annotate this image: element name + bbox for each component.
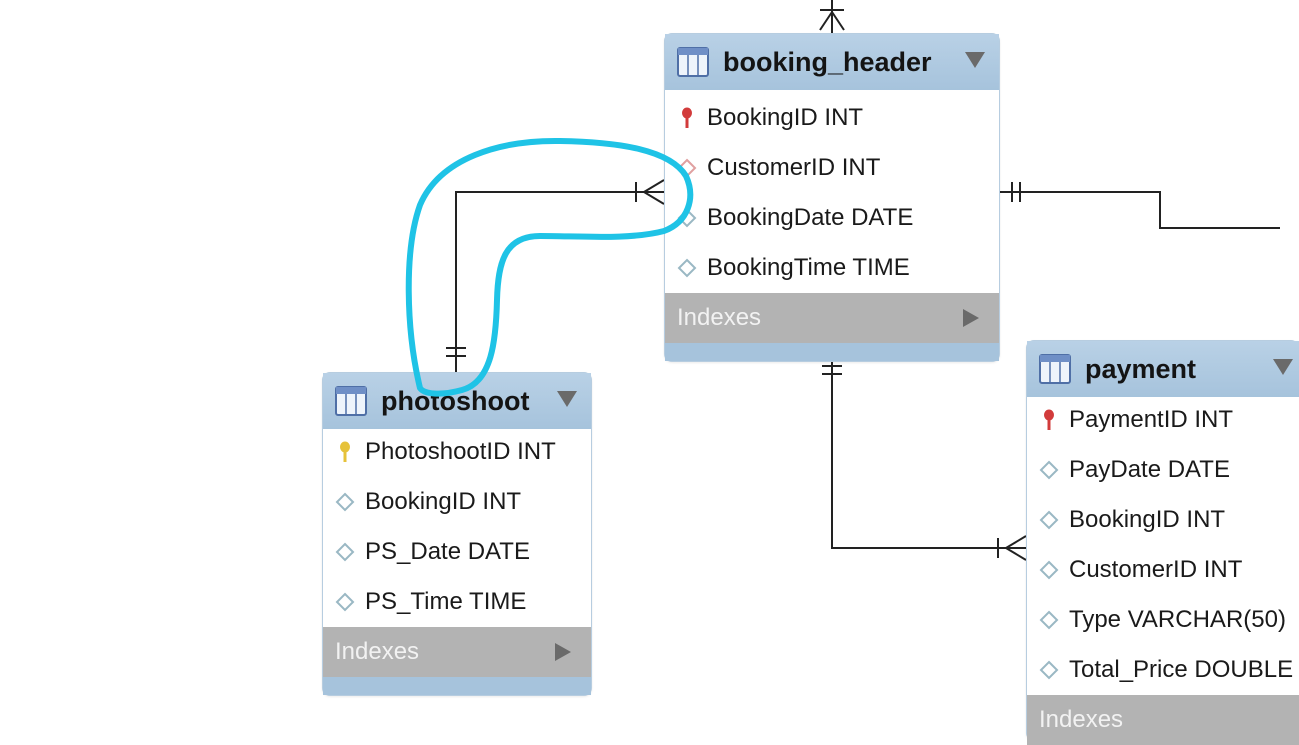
column-row[interactable]: CustomerID INT xyxy=(665,143,999,193)
diamond-outline-icon xyxy=(1039,459,1059,481)
diamond-outline-icon xyxy=(1039,659,1059,681)
diamond-outline-icon xyxy=(1039,509,1059,531)
column-row[interactable]: BookingID INT xyxy=(665,93,999,143)
collapse-toggle-icon[interactable] xyxy=(1273,359,1293,375)
table-booking-header[interactable]: booking_header BookingID INT CustomerID … xyxy=(664,33,1000,362)
column-row[interactable]: PayDate DATE xyxy=(1027,445,1299,495)
column-row[interactable]: PS_Date DATE xyxy=(323,527,591,577)
column-row[interactable]: BookingID INT xyxy=(1027,495,1299,545)
indexes-label: Indexes xyxy=(677,304,762,331)
diamond-outline-icon xyxy=(335,591,355,613)
key-icon xyxy=(335,441,355,463)
indexes-label: Indexes xyxy=(335,638,420,665)
table-title: photoshoot xyxy=(381,385,530,416)
table-footer xyxy=(323,677,591,695)
table-grid-icon xyxy=(677,47,709,77)
column-label: PS_Date DATE xyxy=(365,538,530,565)
indexes-section[interactable]: Indexes xyxy=(323,627,591,677)
diamond-outline-icon xyxy=(1039,609,1059,631)
column-label: BookingID INT xyxy=(1069,506,1226,533)
key-icon xyxy=(1039,409,1059,431)
indexes-section[interactable]: Indexes xyxy=(1027,695,1299,745)
column-label: PayDate DATE xyxy=(1069,456,1230,483)
table-header[interactable]: booking_header xyxy=(665,34,999,90)
collapse-toggle-icon[interactable] xyxy=(965,52,985,68)
diamond-outline-icon xyxy=(677,257,697,279)
table-payment[interactable]: payment PaymentID INT PayDate DATE Booki… xyxy=(1026,340,1299,745)
table-title: payment xyxy=(1085,353,1197,384)
key-icon xyxy=(677,107,697,129)
column-row[interactable]: BookingID INT xyxy=(323,477,591,527)
diamond-outline-icon xyxy=(677,157,697,179)
column-row[interactable]: PS_Time TIME xyxy=(323,577,591,627)
column-label: BookingDate DATE xyxy=(707,204,914,231)
table-grid-icon xyxy=(1039,354,1071,384)
diamond-outline-icon xyxy=(677,207,697,229)
column-label: BookingTime TIME xyxy=(707,254,910,281)
indexes-section[interactable]: Indexes xyxy=(665,293,999,343)
expand-arrow-icon[interactable] xyxy=(555,643,571,661)
column-row[interactable]: BookingTime TIME xyxy=(665,243,999,293)
relationship-booking-right xyxy=(998,191,1280,229)
table-photoshoot[interactable]: photoshoot PhotoshootID INT BookingID IN… xyxy=(322,372,592,696)
relationship-booking-payment xyxy=(831,354,1026,549)
column-row[interactable]: Total_Price DOUBLE xyxy=(1027,645,1299,695)
expand-arrow-icon[interactable] xyxy=(963,309,979,327)
column-label: CustomerID INT xyxy=(1069,556,1243,583)
diamond-outline-icon xyxy=(335,541,355,563)
indexes-label: Indexes xyxy=(1039,706,1124,733)
table-title: booking_header xyxy=(723,46,932,77)
column-label: PaymentID INT xyxy=(1069,406,1234,433)
column-label: BookingID INT xyxy=(707,104,864,131)
column-label: Type VARCHAR(50) xyxy=(1069,606,1286,633)
diamond-outline-icon xyxy=(1039,559,1059,581)
freehand-annotation-stroke xyxy=(405,137,694,397)
relationship-photoshoot-booking xyxy=(455,191,664,372)
column-row[interactable]: PaymentID INT xyxy=(1027,395,1299,445)
diamond-outline-icon xyxy=(335,491,355,513)
column-label: PhotoshootID INT xyxy=(365,438,556,465)
column-row[interactable]: PhotoshootID INT xyxy=(323,427,591,477)
column-label: PS_Time TIME xyxy=(365,588,527,615)
column-row[interactable]: Type VARCHAR(50) xyxy=(1027,595,1299,645)
column-row[interactable]: CustomerID INT xyxy=(1027,545,1299,595)
table-footer xyxy=(665,343,999,361)
table-header[interactable]: photoshoot xyxy=(323,373,591,429)
column-label: CustomerID INT xyxy=(707,154,881,181)
column-label: Total_Price DOUBLE xyxy=(1069,656,1294,683)
column-label: BookingID INT xyxy=(365,488,522,515)
table-grid-icon xyxy=(335,386,367,416)
table-header[interactable]: payment xyxy=(1027,341,1299,397)
column-row[interactable]: BookingDate DATE xyxy=(665,193,999,243)
collapse-toggle-icon[interactable] xyxy=(557,391,577,407)
